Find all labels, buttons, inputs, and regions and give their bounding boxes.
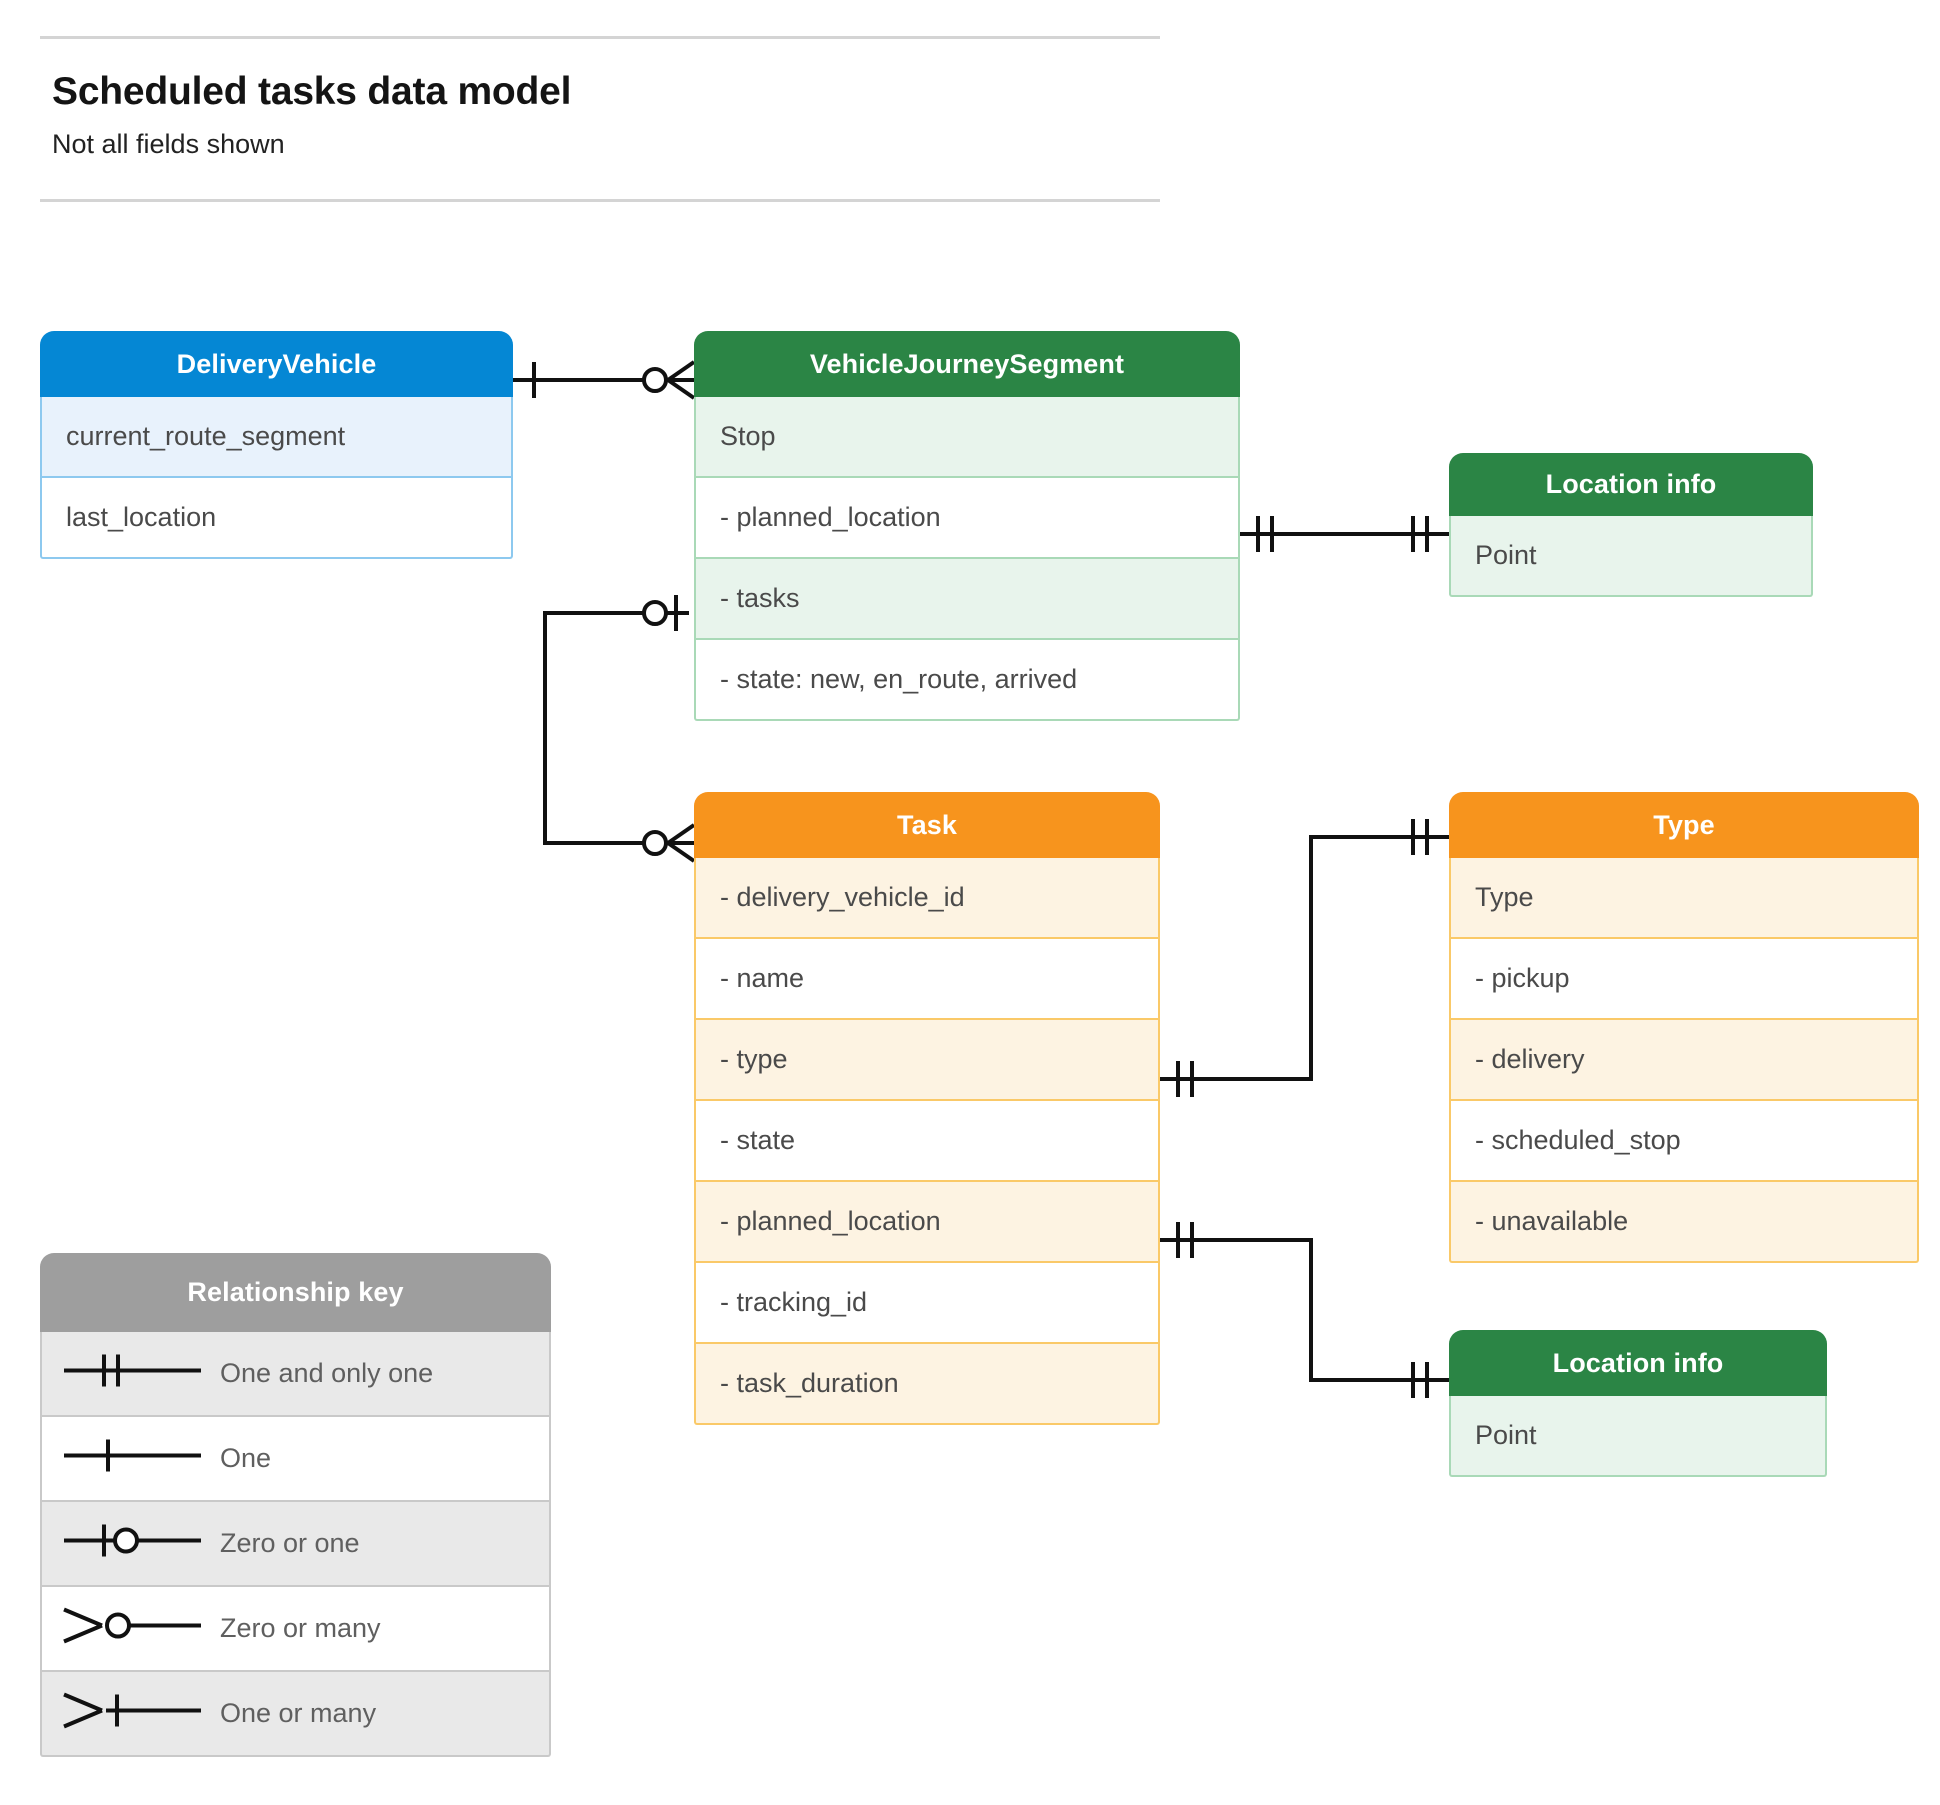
legend-item-label: One or many — [220, 1698, 377, 1728]
field-row: - unavailable — [1449, 1182, 1919, 1263]
one-and-only-one-icon — [60, 1350, 205, 1397]
page-title: Scheduled tasks data model — [52, 70, 572, 113]
one-or-many-icon — [60, 1690, 205, 1737]
entity-header-vehicle-journey-segment: VehicleJourneySegment — [694, 331, 1240, 397]
legend-relationship-key[interactable]: Relationship key One and only one One — [40, 1253, 551, 1757]
field-row: - planned_location — [694, 1182, 1160, 1263]
field-row: - scheduled_stop — [1449, 1101, 1919, 1182]
page-subtitle: Not all fields shown — [52, 129, 285, 159]
field-row: Point — [1449, 516, 1813, 597]
legend-item-zero-or-many: Zero or many — [40, 1587, 551, 1672]
divider-bottom — [40, 199, 1160, 202]
field-row: - delivery — [1449, 1020, 1919, 1101]
connector-task-locationinfo-bottom — [1160, 1222, 1449, 1398]
zero-or-many-icon — [60, 1605, 205, 1652]
field-row: Type — [1449, 858, 1919, 939]
field-row: - state — [694, 1101, 1160, 1182]
entity-delivery-vehicle[interactable]: DeliveryVehicle current_route_segment la… — [40, 331, 513, 559]
entity-location-info-top[interactable]: Location info Point — [1449, 453, 1813, 597]
connector-task-type — [1160, 819, 1449, 1097]
field-row: last_location — [40, 478, 513, 559]
legend-item-one-or-many: One or many — [40, 1672, 551, 1757]
field-row: - type — [694, 1020, 1160, 1101]
entity-header-delivery-vehicle: DeliveryVehicle — [40, 331, 513, 397]
field-row: - tracking_id — [694, 1263, 1160, 1344]
entity-header-type: Type — [1449, 792, 1919, 858]
legend-item-label: One and only one — [220, 1358, 434, 1388]
field-row: Point — [1449, 1396, 1827, 1477]
field-row: - state: new, en_route, arrived — [694, 640, 1240, 721]
field-row: - name — [694, 939, 1160, 1020]
legend-item-label: Zero or one — [220, 1528, 360, 1558]
legend-item-label: One — [220, 1443, 272, 1473]
field-row: - pickup — [1449, 939, 1919, 1020]
one-icon — [60, 1435, 205, 1482]
connector-deliveryvehicle-vehiclejourneysegment — [513, 360, 696, 400]
entity-type[interactable]: Type Type - pickup - delivery - schedule… — [1449, 792, 1919, 1263]
entity-header-task: Task — [694, 792, 1160, 858]
entity-header-location-info-top: Location info — [1449, 453, 1813, 516]
zero-or-one-icon — [60, 1520, 205, 1567]
field-row: - task_duration — [694, 1344, 1160, 1425]
divider-top — [40, 36, 1160, 39]
legend-item-one-and-only-one: One and only one — [40, 1332, 551, 1417]
legend-item-zero-or-one: Zero or one — [40, 1502, 551, 1587]
field-row: - tasks — [694, 559, 1240, 640]
entity-task[interactable]: Task - delivery_vehicle_id - name - type… — [694, 792, 1160, 1425]
connector-vjs-tasks-task — [543, 595, 696, 863]
entity-location-info-bottom[interactable]: Location info Point — [1449, 1330, 1827, 1477]
field-row: Stop — [694, 397, 1240, 478]
legend-header: Relationship key — [40, 1253, 551, 1332]
entity-header-location-info-bottom: Location info — [1449, 1330, 1827, 1396]
legend-item-label: Zero or many — [220, 1613, 381, 1643]
legend-item-one: One — [40, 1417, 551, 1502]
field-row: current_route_segment — [40, 397, 513, 478]
field-row: - delivery_vehicle_id — [694, 858, 1160, 939]
connector-vjs-locationinfo-top — [1240, 516, 1449, 552]
field-row: - planned_location — [694, 478, 1240, 559]
entity-vehicle-journey-segment[interactable]: VehicleJourneySegment Stop - planned_loc… — [694, 331, 1240, 721]
